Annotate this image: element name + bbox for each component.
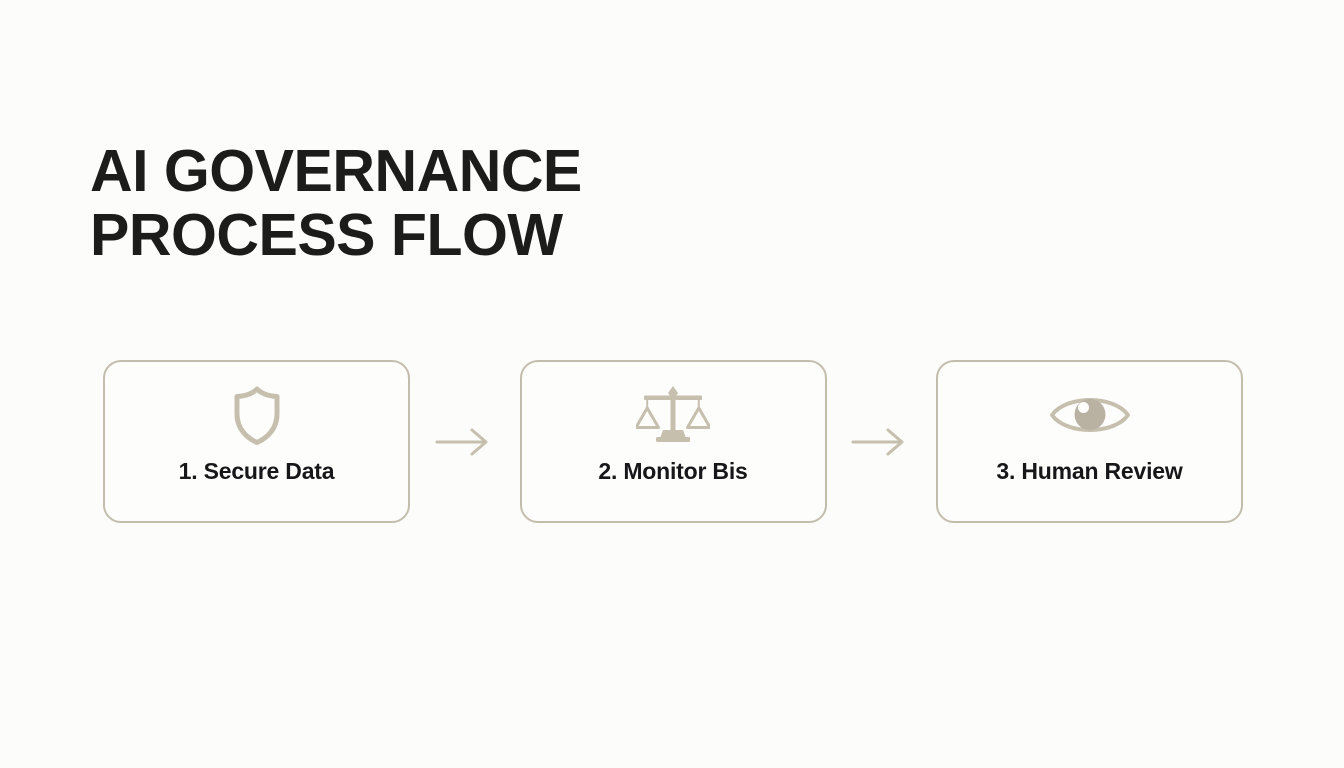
flow-step-label-1: 1. Secure Data — [178, 458, 335, 484]
arrow-right-icon — [839, 422, 923, 462]
flow-step-label-2: 2. Monitor Bis — [598, 458, 748, 484]
page-title-line-1: AI GOVERNANCE — [90, 138, 582, 204]
flow-step-label-3: 3. Human Review — [996, 458, 1183, 484]
shield-icon — [229, 384, 285, 446]
flow-step-card-1[interactable]: 1. Secure Data — [103, 360, 410, 523]
eye-icon — [1048, 384, 1132, 446]
arrow-right-icon — [423, 422, 507, 462]
balance-scales-icon — [636, 384, 710, 446]
page-title-line-2: PROCESS FLOW — [90, 201, 563, 268]
page-title: AI GOVERNANCE PROCESS FLOW — [90, 138, 890, 268]
process-flow-row: 1. Secure Data — [103, 360, 1243, 523]
flow-step-card-3[interactable]: 3. Human Review — [936, 360, 1243, 523]
flow-step-card-2[interactable]: 2. Monitor Bis — [519, 360, 827, 523]
